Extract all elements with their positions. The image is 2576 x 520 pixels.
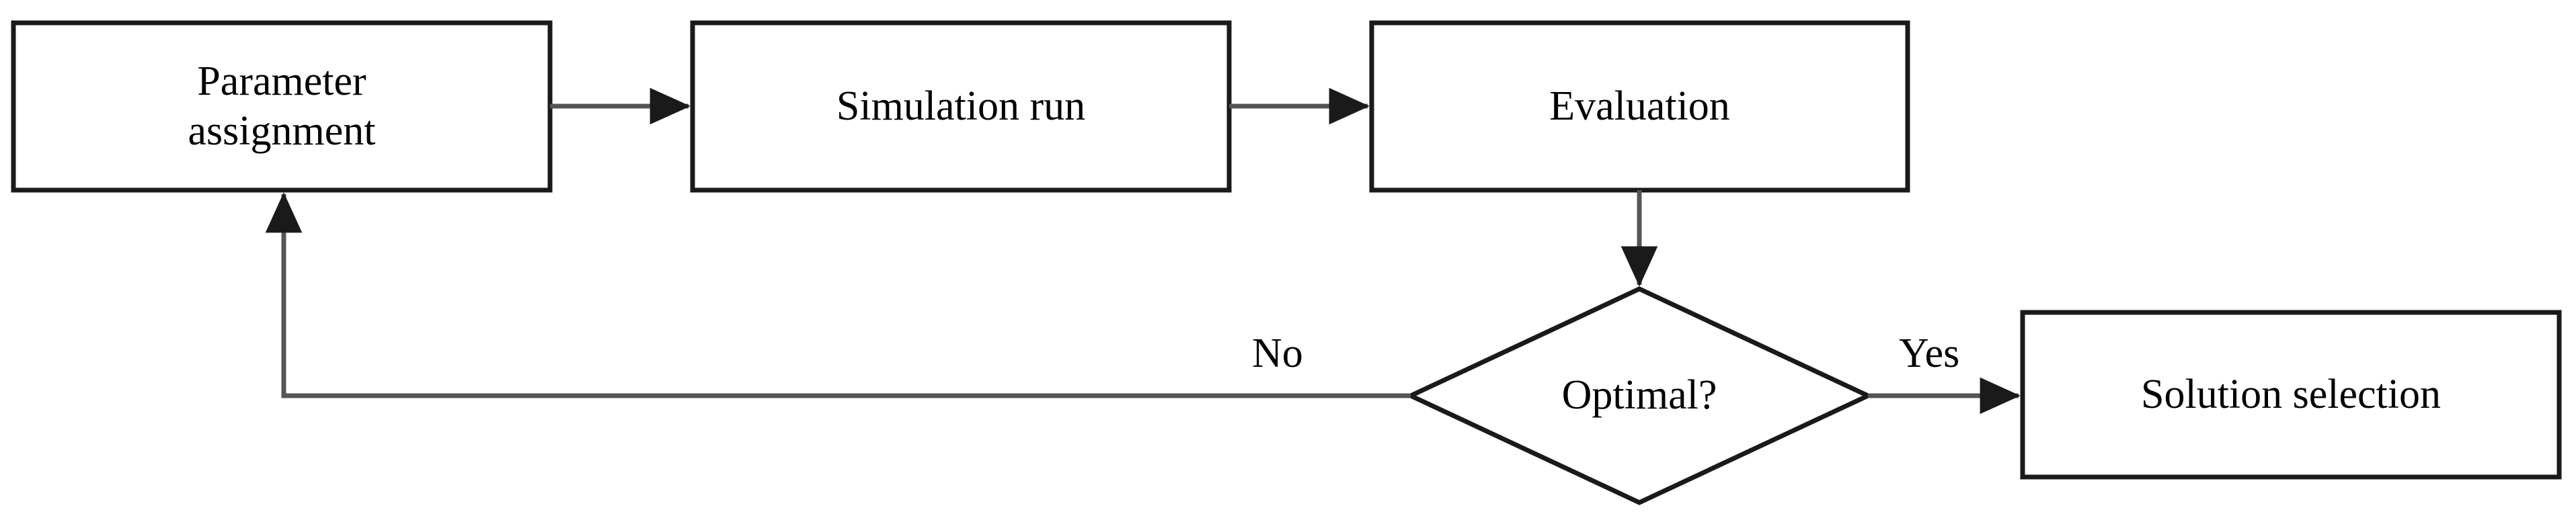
node-evaluation[interactable] bbox=[1369, 20, 1910, 193]
node-simulation-run[interactable] bbox=[690, 20, 1232, 193]
edge-optimal-no-loop bbox=[265, 192, 1411, 398]
node-parameter-assignment[interactable] bbox=[11, 20, 553, 193]
node-solution-selection[interactable] bbox=[2020, 310, 2562, 480]
node-optimal-decision[interactable] bbox=[1405, 286, 1874, 505]
